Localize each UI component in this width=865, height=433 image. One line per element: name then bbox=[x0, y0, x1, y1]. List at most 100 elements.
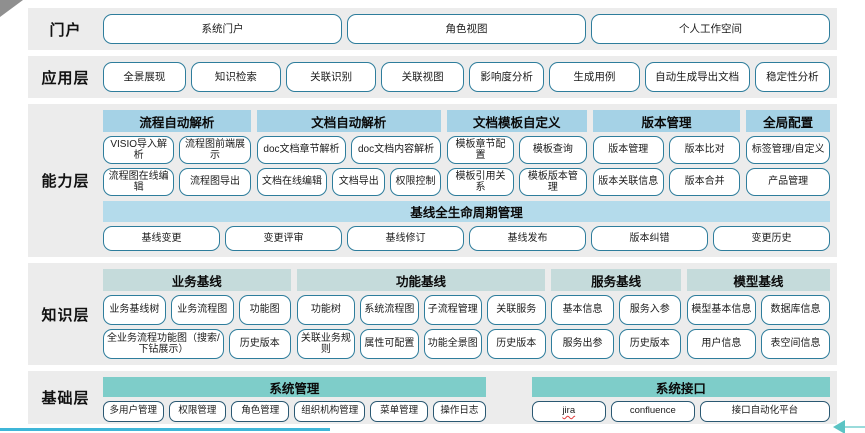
node-button[interactable]: 版本纠错 bbox=[591, 226, 708, 251]
layer-content-portal: 系统门户角色视图 个人工作空间 bbox=[103, 8, 837, 50]
node-button[interactable]: doc文档章节解析 bbox=[256, 136, 347, 164]
node-button-label: 历史版本 bbox=[239, 338, 280, 350]
node-button-label: 个人工作空间 bbox=[679, 22, 742, 35]
node-button-label: 生成用例 bbox=[573, 70, 616, 83]
node-button[interactable]: 组织机构管理 bbox=[294, 401, 366, 422]
node-button-label: 用户信息 bbox=[701, 338, 742, 350]
node-button-label: 权限控制 bbox=[395, 176, 436, 188]
node-button[interactable]: 流程图前端展示 bbox=[179, 136, 251, 164]
node-button[interactable]: 变更历史 bbox=[713, 226, 830, 251]
node-button-label: VISIO导入解析 bbox=[110, 138, 168, 162]
node-button[interactable]: VISIO导入解析 bbox=[103, 136, 175, 164]
node-button[interactable]: doc文档内容解析 bbox=[351, 136, 441, 164]
node-button[interactable]: 基本信息 bbox=[551, 295, 614, 325]
node-button[interactable]: 子流程管理 bbox=[423, 295, 483, 325]
node-button[interactable]: 接口自动化平台 bbox=[699, 401, 830, 422]
button-row: 标签管理/自定义 bbox=[746, 136, 830, 164]
node-button[interactable]: 权限控制 bbox=[390, 168, 441, 196]
node-button[interactable]: 历史版本 bbox=[228, 329, 291, 359]
node-button[interactable]: 历史版本 bbox=[487, 329, 546, 359]
arrow-head bbox=[833, 420, 845, 433]
node-button[interactable]: 系统流程图 bbox=[360, 295, 419, 325]
node-button[interactable]: 文档在线编辑 bbox=[256, 168, 328, 196]
button-row: 功能树系统流程图子流程管理关联服务 bbox=[296, 295, 546, 325]
node-button[interactable]: 关联服务 bbox=[487, 295, 546, 325]
node-button[interactable]: 用户信息 bbox=[686, 329, 756, 359]
node-button[interactable]: 全业务流程功能图（搜索/下钻展示） bbox=[103, 329, 224, 359]
node-button[interactable]: 全景展现 bbox=[103, 62, 186, 92]
node-button[interactable]: 服务出参 bbox=[551, 329, 614, 359]
node-button[interactable]: 表空间信息 bbox=[760, 329, 831, 359]
node-button[interactable]: 模板查询 bbox=[519, 136, 587, 164]
node-button[interactable]: 版本管理 bbox=[592, 136, 664, 164]
node-button[interactable]: 系统门户 bbox=[103, 14, 342, 44]
node-button-label: doc文档章节解析 bbox=[263, 144, 340, 156]
node-button-label: 功能全景图 bbox=[427, 338, 478, 350]
node-button[interactable]: 自动生成导出文档 bbox=[644, 62, 750, 92]
node-button[interactable]: 数据库信息 bbox=[760, 295, 831, 325]
group-knowledge-2: 服务基线基本信息服务入参服务出参历史版本 bbox=[551, 269, 681, 359]
groups-row: 业务基线业务基线树业务流程图功能图全业务流程功能图（搜索/下钻展示）历史版本功能… bbox=[103, 269, 831, 359]
node-button[interactable]: 业务流程图 bbox=[170, 295, 234, 325]
button-row: 关联业务规则属性可配置功能全景图历史版本 bbox=[296, 329, 546, 359]
group-header: 系统接口 bbox=[531, 377, 830, 397]
node-button-label: 关联业务规则 bbox=[300, 332, 351, 356]
node-button[interactable]: 关联识别 bbox=[286, 62, 377, 92]
node-button[interactable]: 版本关联信息 bbox=[592, 168, 664, 196]
groups-row: 系统门户角色视图 个人工作空间 bbox=[103, 14, 830, 44]
node-button[interactable]: 菜单管理 bbox=[370, 401, 429, 422]
node-button[interactable]: 属性可配置 bbox=[360, 329, 419, 359]
node-button[interactable]: 基线变更 bbox=[103, 226, 220, 251]
node-button[interactable]: 关联业务规则 bbox=[296, 329, 356, 359]
group-capability-4: 全局配置标签管理/自定义产品管理 bbox=[746, 110, 830, 196]
node-button[interactable]: 关联视图 bbox=[381, 62, 464, 92]
node-button[interactable]: 稳定性分析 bbox=[754, 62, 830, 92]
node-button[interactable]: 角色视图 bbox=[347, 14, 586, 44]
node-button[interactable]: 多用户管理 bbox=[103, 401, 164, 422]
layer-content-knowledge: 业务基线业务基线树业务流程图功能图全业务流程功能图（搜索/下钻展示）历史版本功能… bbox=[103, 263, 837, 365]
node-button[interactable]: 模板章节配置 bbox=[446, 136, 515, 164]
group-header: 流程自动解析 bbox=[103, 110, 251, 132]
node-button-label: 版本纠错 bbox=[629, 232, 670, 244]
node-button[interactable]: 功能全景图 bbox=[423, 329, 483, 359]
layer-label-capability: 能力层 bbox=[41, 173, 90, 190]
node-button[interactable]: 基线修订 bbox=[347, 226, 464, 251]
node-button-label: 基本信息 bbox=[562, 304, 603, 316]
group-header: 版本管理 bbox=[592, 110, 741, 132]
node-button[interactable]: 版本合并 bbox=[668, 168, 741, 196]
node-button[interactable]: 标签管理/自定义 bbox=[746, 136, 830, 164]
button-row: 基本信息 服务入参 bbox=[551, 295, 681, 325]
node-button-label: 服务入参 bbox=[629, 304, 670, 316]
node-button[interactable]: 变更评审 bbox=[225, 226, 342, 251]
node-button[interactable]: 生成用例 bbox=[549, 62, 640, 92]
group-plain: 全景展现知识检索关联识别关联视图影响度分析 生成用例 自动生成导出文档稳定性分析 bbox=[103, 62, 830, 92]
node-button[interactable]: 业务基线树 bbox=[103, 295, 166, 325]
node-button[interactable]: 版本比对 bbox=[668, 136, 741, 164]
node-button[interactable]: 基线发布 bbox=[469, 226, 586, 251]
layer-content-app: 全景展现知识检索关联识别关联视图影响度分析 生成用例 自动生成导出文档稳定性分析 bbox=[103, 56, 837, 98]
node-button[interactable]: 功能树 bbox=[296, 295, 356, 325]
node-button[interactable]: 影响度分析 bbox=[469, 62, 545, 92]
node-button[interactable]: 历史版本 bbox=[618, 329, 681, 359]
node-button[interactable]: 模型基本信息 bbox=[686, 295, 756, 325]
button-row: 版本关联信息版本合并 bbox=[592, 168, 741, 196]
node-button[interactable]: 流程图导出 bbox=[179, 168, 251, 196]
node-button[interactable]: 知识检索 bbox=[190, 62, 281, 92]
node-button[interactable]: 文档导出 bbox=[332, 168, 386, 196]
node-button[interactable]: 服务入参 bbox=[618, 295, 681, 325]
node-button[interactable]: 角色管理 bbox=[231, 401, 290, 422]
node-button[interactable]: confluence bbox=[610, 401, 695, 422]
node-button[interactable]: 模板引用关系 bbox=[446, 168, 515, 196]
node-button[interactable]: 模板版本管理 bbox=[519, 168, 587, 196]
node-button-label: 服务出参 bbox=[562, 338, 603, 350]
node-button[interactable]: 功能图 bbox=[238, 295, 291, 325]
node-button[interactable]: 个人工作空间 bbox=[591, 14, 830, 44]
node-button[interactable]: 权限管理 bbox=[168, 401, 227, 422]
node-button-label: 基线变更 bbox=[141, 232, 182, 244]
node-button[interactable]: jira bbox=[531, 401, 606, 422]
node-button-label: 标签管理/自定义 bbox=[751, 144, 825, 156]
node-button[interactable]: 操作日志 bbox=[433, 401, 486, 422]
node-button[interactable]: 流程图在线编辑 bbox=[103, 168, 175, 196]
node-button[interactable]: 产品管理 bbox=[746, 168, 830, 196]
